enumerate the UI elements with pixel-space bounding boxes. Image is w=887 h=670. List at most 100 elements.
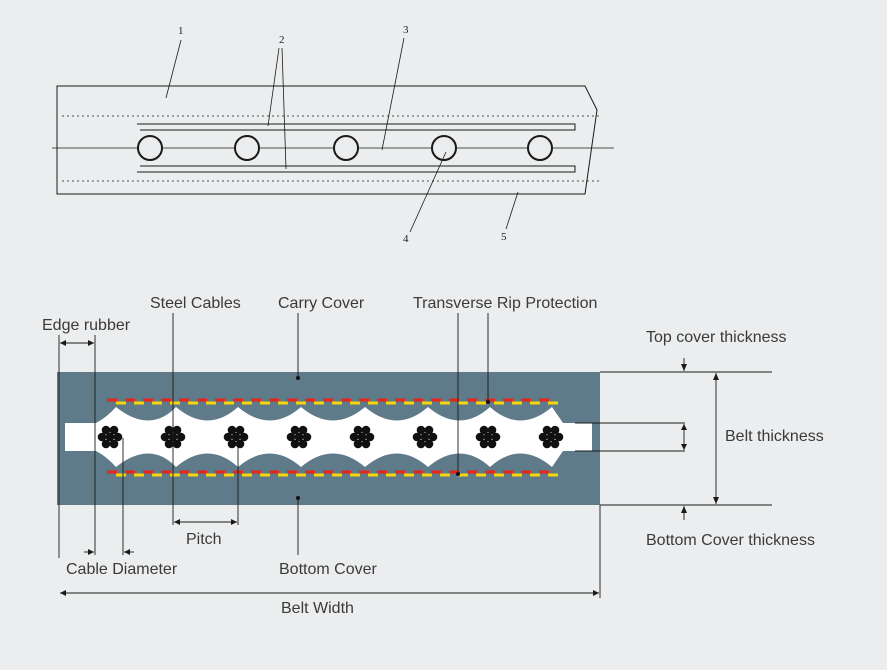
rip-dash-red [215,470,225,474]
steel-cable [538,425,564,449]
rip-dash-red [503,398,513,402]
rip-dash-yellow [332,473,342,477]
belt-width-label: Belt Width [281,600,354,617]
rip-dash-yellow [314,401,324,405]
rip-dash-yellow [368,473,378,477]
steel-cable [160,425,186,449]
dimension-lines [58,313,772,598]
rip-dash-red [305,470,315,474]
rip-dash-red [125,398,135,402]
rip-dash-yellow [224,401,234,405]
steel-cable [475,425,501,449]
rip-dash-red [485,470,495,474]
rip-dash-yellow [476,401,486,405]
rip-dash-yellow [530,401,540,405]
rip-dash-red [251,398,261,402]
rip-dash-red [233,398,243,402]
rip-dash-yellow [404,473,414,477]
rip-dash-yellow [440,473,450,477]
cable-diameter-label: Cable Diameter [66,561,178,578]
rip-dash-yellow [512,473,522,477]
belt-cross-section [57,372,600,505]
rip-dash-red [521,470,531,474]
rip-dash-yellow [548,401,558,405]
transverse-rip-label: Transverse Rip Protection [413,295,597,312]
pitch-label: Pitch [186,531,222,548]
rip-dash-red [197,470,207,474]
rip-dash-yellow [116,473,126,477]
rip-dash-yellow [512,401,522,405]
rip-dash-red [431,470,441,474]
callout-5-leader [505,191,519,230]
rip-dash-red [161,398,171,402]
rip-dash-yellow [458,473,468,477]
rip-dash-red [395,398,405,402]
rip-dash-red [449,470,459,474]
rip-dash-red [179,398,189,402]
rip-dash-red [485,398,495,402]
rip-dash-red [359,398,369,402]
lower-insert-strip [137,165,576,173]
rip-dash-yellow [350,473,360,477]
rip-dash-yellow [206,473,216,477]
steel-cables [97,425,564,449]
cable-holes [137,135,553,161]
bottom-cover-thickness-label: Bottom Cover thickness [646,532,815,549]
rip-dash-red [323,470,333,474]
rip-dash-yellow [278,473,288,477]
steel-cable [286,425,312,449]
rip-dash-red [413,398,423,402]
steel-cable [97,425,123,449]
rip-dash-yellow [296,401,306,405]
rip-dash-yellow [494,473,504,477]
steel-cable [223,425,249,449]
rip-dash-yellow [404,401,414,405]
rip-dash-red [143,398,153,402]
rip-dash-red [431,398,441,402]
top-cover-thickness-label: Top cover thickness [646,329,787,346]
rip-dash-red [467,398,477,402]
rip-dash-yellow [386,401,396,405]
rip-dash-red [377,470,387,474]
rip-dash-yellow [314,473,324,477]
rip-dash-red [269,470,279,474]
rip-dash-yellow [530,473,540,477]
steel-cables-label: Steel Cables [150,295,241,312]
carry-cover-label: Carry Cover [278,295,365,312]
rip-dash-yellow [278,401,288,405]
rip-dash-red [179,470,189,474]
rip-dash-yellow [332,401,342,405]
rip-dash-red [125,470,135,474]
callout-5: 5 [501,231,507,243]
cable-hole [527,135,553,161]
cable-hole [234,135,260,161]
steel-cable [349,425,375,449]
rip-dash-red [287,470,297,474]
rip-dash-yellow [458,401,468,405]
rip-dash-red [449,398,459,402]
callout-2-leader-b [281,47,287,170]
rip-dash-red [539,398,549,402]
upper-insert-strip [137,123,576,131]
rip-dash-red [341,470,351,474]
callout-3: 3 [403,24,409,36]
cable-hole [137,135,163,161]
transverse-rip-dashes [107,398,558,477]
belt-thickness-label: Belt thickness [725,428,824,445]
cable-hole [333,135,359,161]
rip-dash-red [107,470,117,474]
rip-dash-red [305,398,315,402]
rip-dash-yellow [152,473,162,477]
callout-2-leader-a [267,47,280,127]
rip-dash-yellow [224,473,234,477]
rip-dash-yellow [440,401,450,405]
rip-dash-yellow [206,401,216,405]
rip-dash-yellow [350,401,360,405]
rip-dash-red [467,470,477,474]
rip-dash-red [323,398,333,402]
rip-dash-yellow [548,473,558,477]
rip-dash-yellow [134,401,144,405]
rip-dash-yellow [368,401,378,405]
rip-dash-red [341,398,351,402]
